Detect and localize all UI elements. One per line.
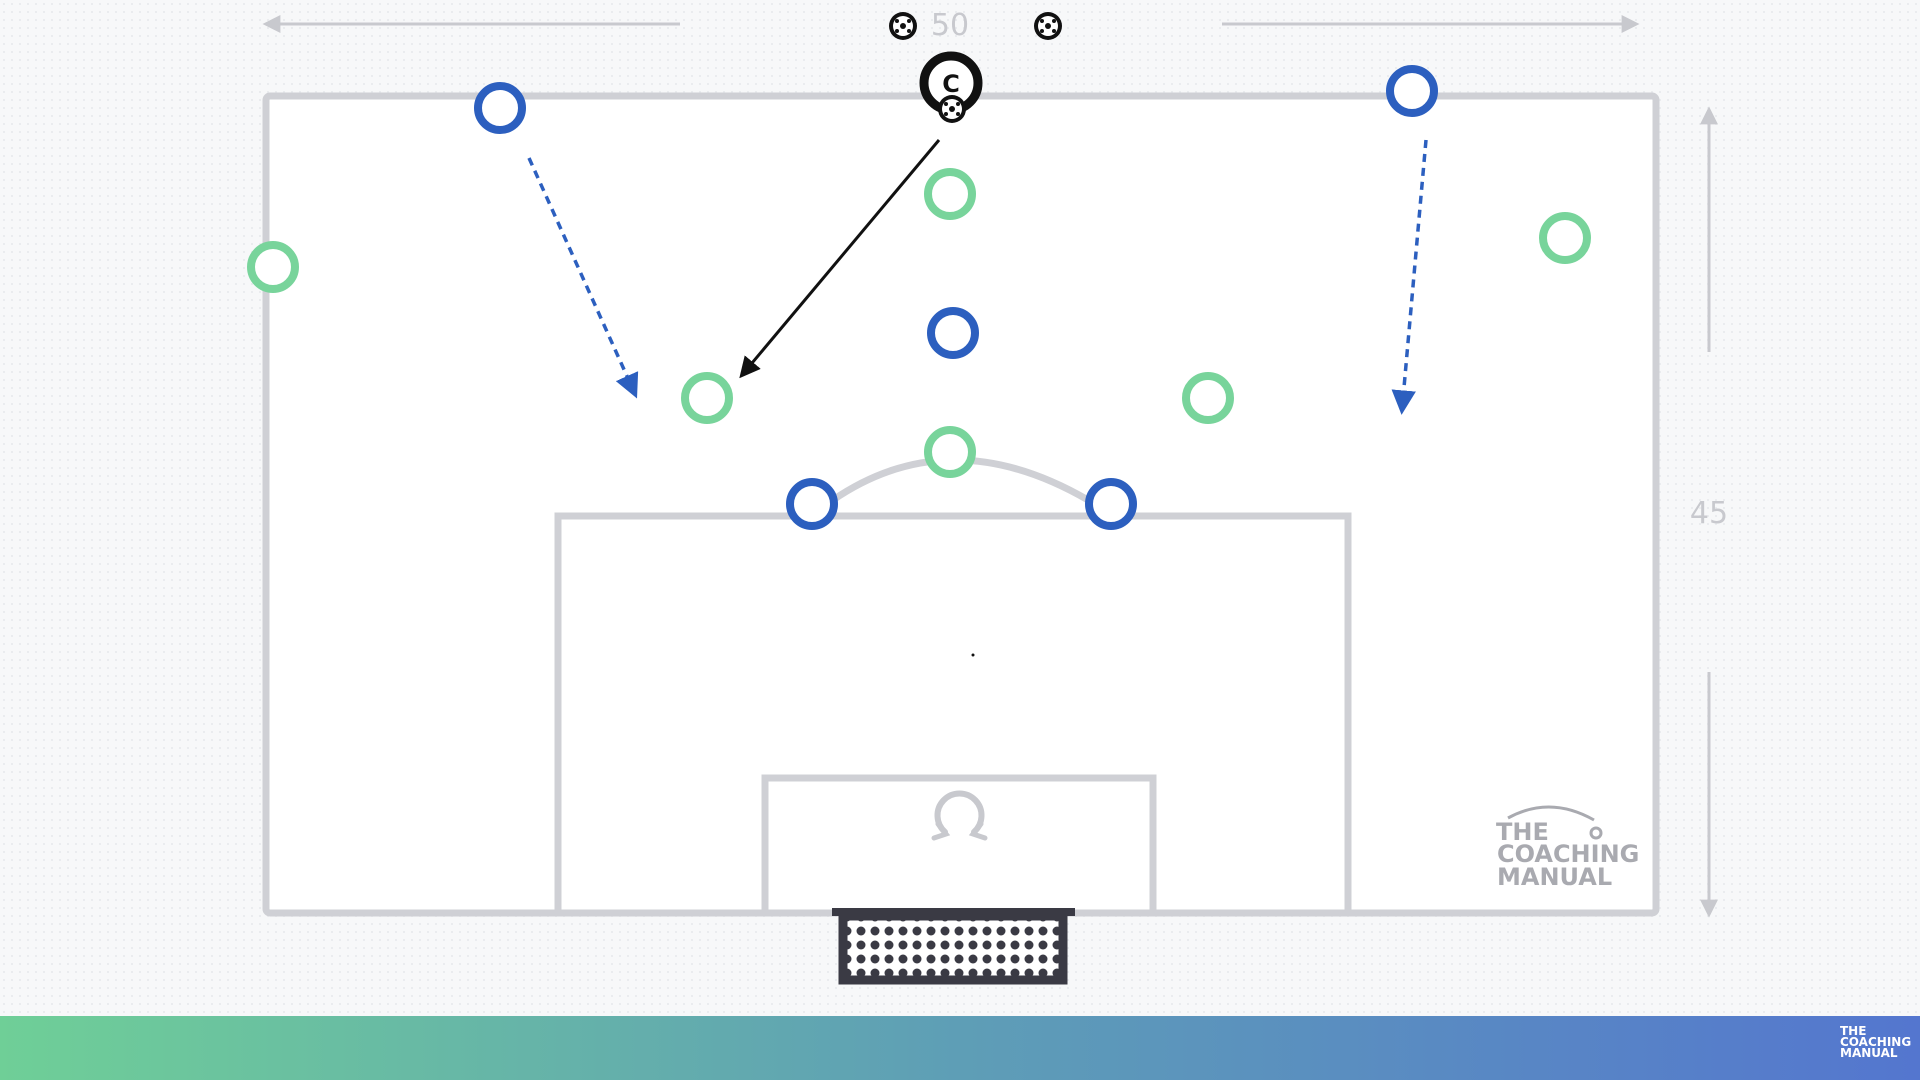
green-player-left-wing[interactable] xyxy=(247,241,299,293)
brand-logo-line-2: COACHING xyxy=(1840,1035,1912,1049)
watermark-logo: THE COACHING MANUAL xyxy=(1496,805,1639,891)
blue-player-top-right[interactable] xyxy=(1386,65,1438,117)
team-blue xyxy=(474,65,1438,530)
brand-logo: THE COACHING MANUAL xyxy=(1840,1024,1912,1060)
pitch-outline xyxy=(262,92,1660,917)
run-arrow-right xyxy=(1391,139,1428,415)
coach-label: C xyxy=(942,70,960,98)
football-icon xyxy=(938,95,966,123)
width-label: 50 xyxy=(931,8,969,43)
blue-player-central[interactable] xyxy=(927,307,979,359)
penalty-spot xyxy=(971,653,975,657)
logo-ball-icon xyxy=(1589,826,1603,840)
green-player-top-central[interactable] xyxy=(924,168,976,220)
pitch xyxy=(262,92,1660,917)
movement-arrows xyxy=(527,139,1428,415)
logo-line-3: MANUAL xyxy=(1497,863,1612,891)
height-dimension: 45 xyxy=(1690,106,1728,918)
height-label: 45 xyxy=(1690,496,1728,531)
logo-line-2: COACHING xyxy=(1497,840,1639,868)
logo-line-1: THE xyxy=(1496,818,1549,846)
team-green xyxy=(247,168,1591,478)
green-player-right-central[interactable] xyxy=(1182,372,1234,424)
blue-player-box-right[interactable] xyxy=(1085,478,1137,530)
goal-net xyxy=(838,911,1068,985)
six-yard-box xyxy=(761,774,1157,913)
run-arrow-left xyxy=(527,157,639,399)
width-dimension: 50 xyxy=(262,8,1640,43)
goal xyxy=(832,908,1075,985)
brand-bar: THE COACHING MANUAL xyxy=(0,1016,1920,1080)
green-player-arc[interactable] xyxy=(924,426,976,478)
brand-logo-line-3: MANUAL xyxy=(1840,1046,1898,1060)
penalty-area xyxy=(554,512,1352,913)
coach[interactable]: C xyxy=(919,51,983,123)
blue-player-top-left[interactable] xyxy=(474,82,526,134)
rotate-arrow-icon xyxy=(931,790,988,841)
brand-logo-line-1: THE xyxy=(1840,1024,1867,1038)
drill-diagram: 50 45 xyxy=(247,8,1728,985)
football-icon xyxy=(889,12,917,40)
green-player-right-wing[interactable] xyxy=(1539,212,1591,264)
logo-arc-icon xyxy=(1507,805,1595,822)
football-icon xyxy=(1034,12,1062,40)
blue-player-box-left[interactable] xyxy=(786,478,838,530)
green-player-left-central[interactable] xyxy=(681,372,733,424)
pass-arrow xyxy=(739,139,941,379)
